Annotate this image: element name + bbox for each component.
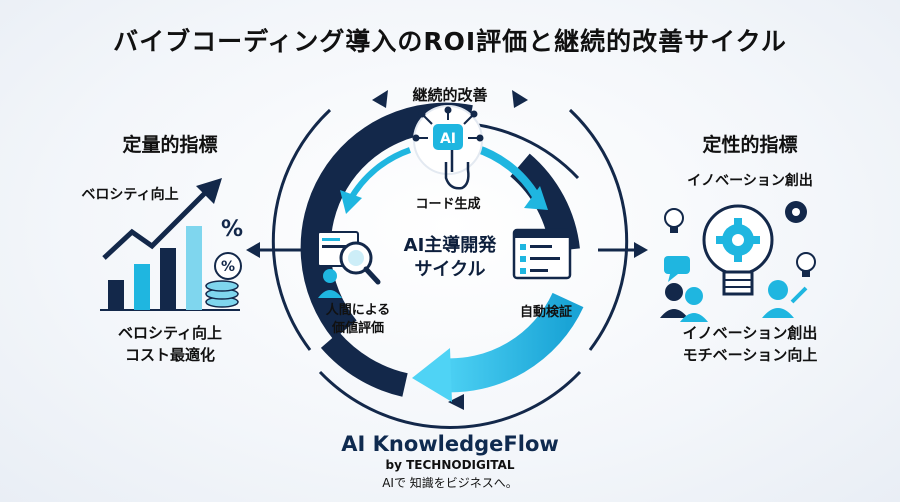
step-verify-label: 自動検証 [519, 305, 572, 320]
brand-name: AI KnowledgeFlow [341, 432, 559, 456]
chat-bubble-icon [664, 256, 690, 282]
code-screen-icon [512, 228, 572, 280]
gear-small-icon [785, 201, 807, 223]
left-chart-caption: ベロシティ向上 [81, 187, 179, 203]
outer-ring-right [568, 108, 629, 351]
small-bulb-left-icon [664, 208, 684, 233]
small-bulb-right-icon [796, 252, 816, 277]
outer-arrow-top-right [512, 90, 528, 108]
right-bottom-line1: イノベーション創出 [682, 324, 818, 342]
trend-arrow-icon [102, 190, 208, 260]
cycle-arrow-top-right [473, 144, 540, 199]
left-arrow-head [246, 242, 260, 258]
outer-ring-bottom [318, 370, 582, 430]
cycle-center-line2: サイクル [414, 259, 486, 280]
brand-block: AI KnowledgeFlow by TECHNODIGITAL AIで 知識… [300, 432, 600, 491]
ai-chip-label: AI [440, 131, 456, 147]
ai-chip-icon [412, 106, 484, 142]
outer-ring-left [271, 108, 332, 351]
right-heading: 定性的指標 [702, 134, 798, 156]
left-heading: 定量的指標 [122, 134, 218, 156]
left-bottom-line1: ベロシティ向上 [117, 324, 223, 342]
brand-tagline: AIで 知識をビジネスへ。 [382, 476, 518, 490]
percent-symbol: % [221, 217, 243, 242]
cycle-band-bottom [438, 292, 584, 393]
coin-stack-icon [205, 252, 242, 308]
right-top-caption: イノベーション創出 [687, 173, 813, 189]
step-human-line1: 人間による [325, 303, 391, 318]
left-bottom-line2: コスト最適化 [124, 346, 215, 364]
cycle-center-line1: AI主導開発 [403, 235, 497, 256]
page-title: バイブコーディング導入のROI評価と継続的改善サイクル [113, 27, 787, 56]
right-bottom-line2: モチベーション向上 [682, 346, 818, 364]
human-eval-icon [317, 231, 381, 298]
coin-percent: % [221, 259, 235, 275]
cycle-top-label: 継続的改善 [412, 86, 488, 104]
bar-chart-icon [100, 226, 240, 311]
hand-icon [444, 150, 470, 190]
trend-arrow-head [196, 178, 222, 204]
cycle-arrow-left-top [347, 147, 412, 202]
brand-by: by TECHNODIGITAL [385, 458, 515, 472]
people-icon [660, 280, 808, 322]
gear-icon [716, 218, 760, 262]
cycle-band-bottom-left [320, 331, 408, 397]
step-human-line2: 価値評価 [331, 321, 384, 336]
outer-arrow-bottom-left [448, 394, 464, 410]
cycle-arrow-left-top-head [340, 190, 362, 214]
ai-chip-box [433, 124, 463, 150]
outer-arrow-top-left [372, 90, 388, 108]
cycle-band-bottom-head [412, 348, 452, 402]
right-arrow-head [634, 242, 648, 258]
step-code-label: コード生成 [415, 197, 481, 212]
cycle-arrow-top-right-head [524, 186, 548, 210]
